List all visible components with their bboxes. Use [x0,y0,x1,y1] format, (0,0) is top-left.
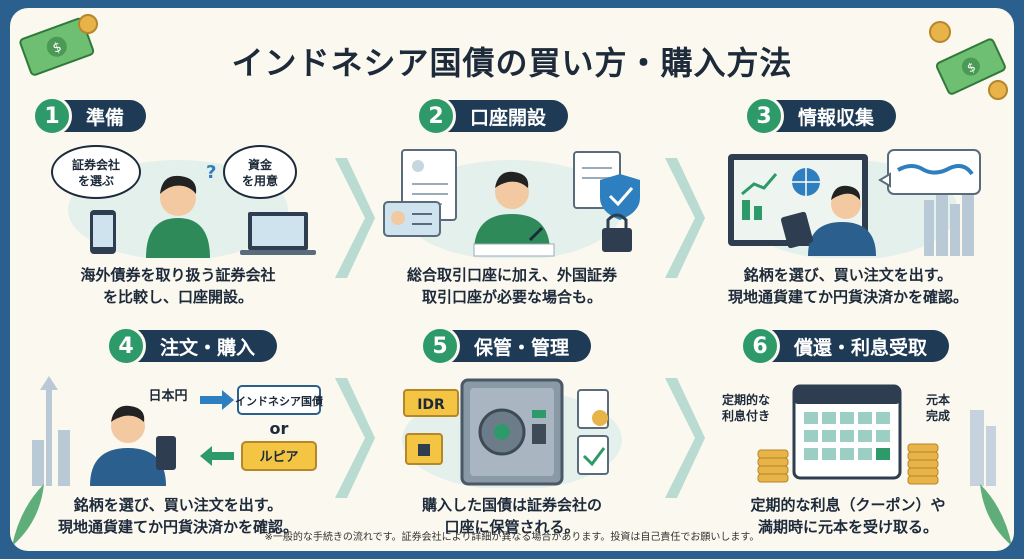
caption-line: 総合取引口座に加え、外国証券 [406,266,617,284]
leaf-icon [980,484,1012,546]
shield-check-icon [600,174,640,220]
money-bill-icon: $ [929,21,1008,100]
coin-stack-icon [907,443,939,485]
leaf-icon [12,484,44,546]
step-number: 3 [744,96,784,136]
bubble-left-line1: 証券会社 [72,157,120,172]
step-3: 3 情報収集 [698,96,998,306]
caption-line: 現地通貨建てか円貨決済かを確認。 [727,288,968,306]
label-bond: インドネシア国債 [235,394,323,408]
city-skyline-icon [970,410,996,486]
label-interest-line2: 利息付き [722,408,770,423]
caption-line: 現地通貨建てか円貨決済かを確認。 [57,518,298,536]
account-opening-illustration [383,149,640,258]
order-illustration: 日本円 インドネシア国債 or ルピア [32,376,323,486]
chevron-right-icon [665,378,705,498]
bubble-left-line2: を選ぶ [78,174,114,188]
chevron-right-icon [665,158,705,278]
bubble-right-line2: を用意 [242,173,278,188]
caption-line: 口座に保管される。 [444,518,580,536]
storage-illustration: IDR [402,378,622,488]
step-header: 6 償還・利息受取 [740,326,950,366]
step-header: 4 注文・購入 [106,326,278,366]
step-heading: 償還・利息受取 [794,336,928,359]
footnote: ※一般的な手続きの流れです。証券会社により詳細が異なる場合があります。投資は自己… [264,532,760,543]
label-yen: 日本円 [148,388,187,404]
document-coin-icon [577,389,609,429]
label-principal-line1: 元本 [926,392,950,407]
label-idr: IDR [417,397,445,413]
caption-line: 定期的な利息（クーポン）や [750,496,946,514]
caption-line: を比較し、口座開設。 [102,288,253,306]
arrow-right-icon [200,390,234,410]
bubble-right-line1: 資金 [248,157,273,172]
person-writing-icon [473,171,555,257]
calendar-icon [792,384,902,480]
city-skyline-icon [924,184,974,256]
step-header: 3 情報収集 [744,96,897,136]
step-caption: 総合取引口座に加え、外国証券 取引口座が必要な場合も。 [362,264,662,308]
step-number: 4 [106,326,146,366]
step-heading: 準備 [86,106,125,129]
step-number: 2 [416,96,456,136]
caption-line: 満期時に元本を受け取る。 [757,518,938,536]
step-caption: 定期的な利息（クーポン）や 満期時に元本を受け取る。 [698,494,998,538]
person-phone-icon [90,405,176,486]
step-2: 2 口座開設 [362,96,662,306]
step-heading: 保管・管理 [474,336,570,359]
step-5: 5 保管・管理 IDR [362,326,662,536]
tower-icon [32,376,70,486]
label-principal-line2: 完成 [926,408,950,423]
svg-text:?: ? [206,162,216,183]
lock-icon [602,213,632,252]
safe-icon [460,378,564,486]
page-title: インドネシア国債の買い方・購入方法 [231,44,793,82]
money-bill-icon: $ [19,14,98,76]
phone-icon [90,210,116,254]
step-heading: 注文・購入 [160,336,256,359]
map-icon [878,149,981,195]
laptop-icon [240,212,316,255]
step-4: 4 注文・購入 日本円 インドネシア国債 or [28,326,328,536]
person-thinking-icon: ? [146,162,216,258]
research-illustration [728,149,981,258]
step-number: 5 [420,326,460,366]
coin-stack-icon [757,449,789,483]
label-or: or [270,419,289,438]
redemption-illustration: 定期的な 利息付き [722,384,996,486]
step-1: 1 準備 ? [28,96,328,306]
document-check-icon [577,435,609,475]
arrow-left-icon [200,446,234,466]
caption-line: 銘柄を選び、買い注文を出す。 [73,496,283,514]
chevron-right-icon [335,158,375,278]
id-card-icon [383,201,441,237]
step-heading: 情報収集 [798,106,875,129]
caption-line: 購入した国債は証券会社の [421,496,602,514]
step-header: 1 準備 [32,96,147,136]
step-number: 6 [740,326,780,366]
infographic-frame: $ $ インドネシア国債の買い方・購入方法 1 準備 [10,8,1014,551]
caption-line: 取引口座が必要な場合も。 [421,288,602,306]
caption-line: 銘柄を選び、買い注文を出す。 [743,266,953,284]
step-caption: 購入した国債は証券会社の 口座に保管される。 [362,494,662,538]
step-number: 1 [32,96,72,136]
chevron-right-icon [335,378,375,498]
preparation-illustration: ? 証券会社 を選ぶ 資金 を用意 [51,145,316,258]
step-6: 6 償還・利息受取 定期的な 利息付き [698,326,998,536]
lock-icon [405,433,443,465]
person-tablet-icon [780,185,876,256]
caption-line: 海外債券を取り扱う証券会社 [80,266,276,284]
step-caption: 銘柄を選び、買い注文を出す。 現地通貨建てか円貨決済かを確認。 [698,264,998,308]
step-caption: 海外債券を取り扱う証券会社 を比較し、口座開設。 [28,264,328,308]
step-header: 2 口座開設 [416,96,569,136]
label-rupiah: ルピア [259,450,298,465]
label-interest-line1: 定期的な [722,392,770,407]
step-header: 5 保管・管理 [420,326,592,366]
step-heading: 口座開設 [470,106,547,129]
step-caption: 銘柄を選び、買い注文を出す。 現地通貨建てか円貨決済かを確認。 [28,494,328,538]
